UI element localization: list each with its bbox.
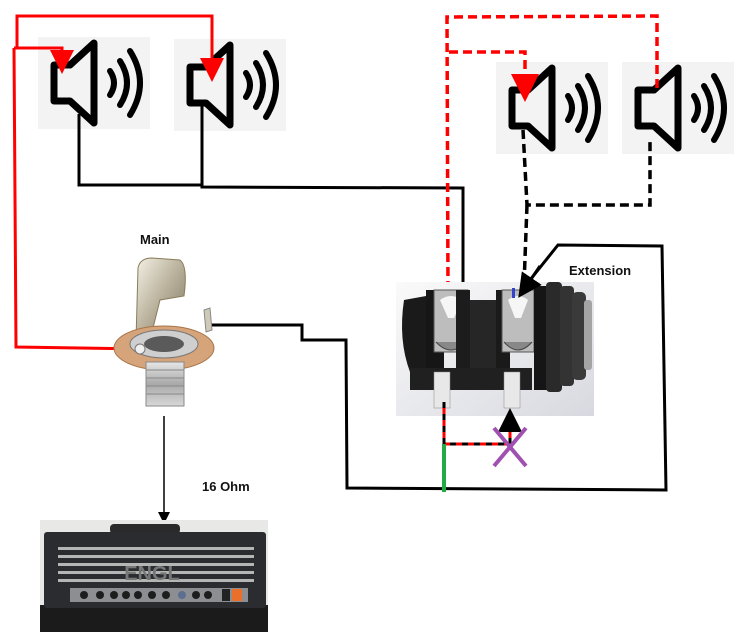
speaker-ext-1 [496,62,608,154]
switch-bridge [442,402,528,492]
main-ground-wire [77,106,465,290]
extension-ground-wire [521,129,652,286]
speaker-main-2 [174,39,286,131]
main-jack [113,257,215,407]
speaker-main-1 [38,37,150,129]
extension-return-wire [208,243,668,492]
amp-head: ENGL [40,520,268,632]
main-hot-wire [12,14,224,351]
extension-hot-wire [445,14,659,291]
extension-jack [396,282,594,416]
blue-tab-marker [512,288,515,298]
extension-jack-label: Extension [569,263,632,278]
amp-brand-logo: ENGL [124,563,180,585]
impedance-label: 16 Ohm [202,479,250,494]
speaker-ext-2 [622,62,734,154]
main-jack-label: Main [140,232,170,247]
